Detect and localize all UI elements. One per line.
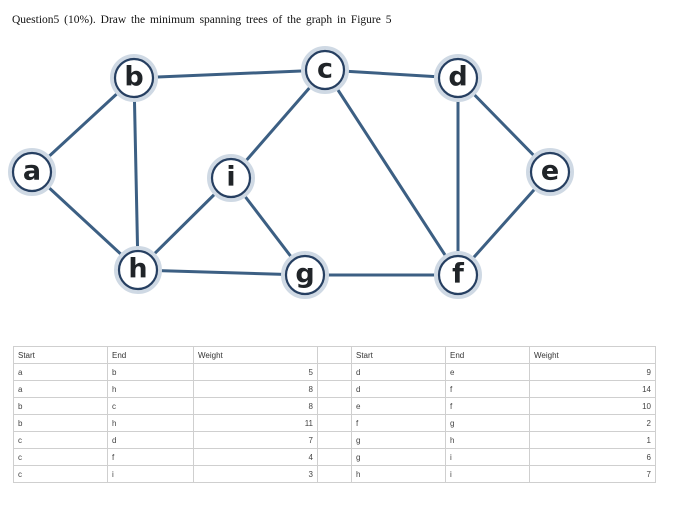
graph-edges (30, 68, 552, 277)
node-label: h (128, 254, 147, 285)
weight-cell: 7 (193, 431, 318, 449)
header-weight-2: Weight (529, 346, 656, 364)
start-cell: c (13, 465, 108, 483)
start-cell: d (351, 380, 446, 398)
node-g: g (281, 251, 329, 299)
weight-cell: 8 (193, 380, 318, 398)
start-cell: b (13, 397, 108, 415)
question-text: Question5 (10%). Draw the minimum spanni… (12, 14, 392, 26)
end-cell: i (445, 465, 530, 483)
edge-b-h (132, 77, 140, 271)
spacer-cell (317, 448, 352, 466)
node-label: i (226, 162, 235, 193)
node-label: g (295, 259, 314, 290)
start-cell: e (351, 397, 446, 415)
start-cell: b (13, 414, 108, 432)
graph-figure: a b c d e f g h i (8, 46, 574, 299)
start-cell: d (351, 363, 446, 381)
edge-g-h (137, 268, 306, 277)
weight-cell: 14 (529, 380, 656, 398)
spacer-cell (317, 397, 352, 415)
node-c: c (301, 46, 349, 94)
weight-cell: 3 (193, 465, 318, 483)
end-cell: f (445, 380, 530, 398)
weight-cell: 7 (529, 465, 656, 483)
node-a: a (8, 148, 56, 196)
edge-c-f (323, 69, 460, 276)
edge-b-c (133, 68, 326, 80)
node-d: d (434, 54, 482, 102)
end-cell: b (107, 363, 194, 381)
spacer-cell (317, 431, 352, 449)
start-cell: c (13, 448, 108, 466)
start-cell: a (13, 380, 108, 398)
start-cell: g (351, 431, 446, 449)
node-label: f (452, 259, 464, 290)
header-weight: Weight (193, 346, 318, 364)
start-cell: h (351, 465, 446, 483)
node-i: i (207, 154, 255, 202)
edge-a-h (30, 170, 140, 272)
weight-cell: 1 (529, 431, 656, 449)
end-cell: f (107, 448, 194, 466)
end-cell: h (445, 431, 530, 449)
header-end: End (107, 346, 194, 364)
header-spacer (317, 346, 352, 364)
start-cell: c (13, 431, 108, 449)
weight-cell: 8 (193, 397, 318, 415)
weight-cell: 4 (193, 448, 318, 466)
header-start: Start (13, 346, 108, 364)
end-cell: e (445, 363, 530, 381)
spacer-cell (317, 380, 352, 398)
node-f: f (434, 251, 482, 299)
header-start-2: Start (351, 346, 446, 364)
node-label: d (448, 62, 467, 93)
header-end-2: End (445, 346, 530, 364)
node-label: a (23, 156, 41, 187)
node-h: h (114, 246, 162, 294)
node-label: e (541, 156, 559, 187)
weight-cell: 10 (529, 397, 656, 415)
end-cell: f (445, 397, 530, 415)
start-cell: g (351, 448, 446, 466)
node-label: b (124, 62, 143, 93)
weight-cell: 6 (529, 448, 656, 466)
node-e: e (526, 148, 574, 196)
graph-nodes: a b c d e f g h i (8, 46, 574, 299)
end-cell: h (107, 414, 194, 432)
end-cell: i (445, 448, 530, 466)
table-header-row: Start End Weight Start End Weight (13, 346, 656, 364)
node-label: c (317, 54, 333, 85)
end-cell: i (107, 465, 194, 483)
spacer-cell (317, 363, 352, 381)
weight-cell: 11 (193, 414, 318, 432)
spacer-cell (317, 414, 352, 432)
start-cell: a (13, 363, 108, 381)
end-cell: g (445, 414, 530, 432)
weight-cell: 9 (529, 363, 656, 381)
weight-cell: 5 (193, 363, 318, 381)
end-cell: d (107, 431, 194, 449)
weight-cell: 2 (529, 414, 656, 432)
end-cell: c (107, 397, 194, 415)
start-cell: f (351, 414, 446, 432)
end-cell: h (107, 380, 194, 398)
node-b: b (110, 54, 158, 102)
spacer-cell (317, 465, 352, 483)
